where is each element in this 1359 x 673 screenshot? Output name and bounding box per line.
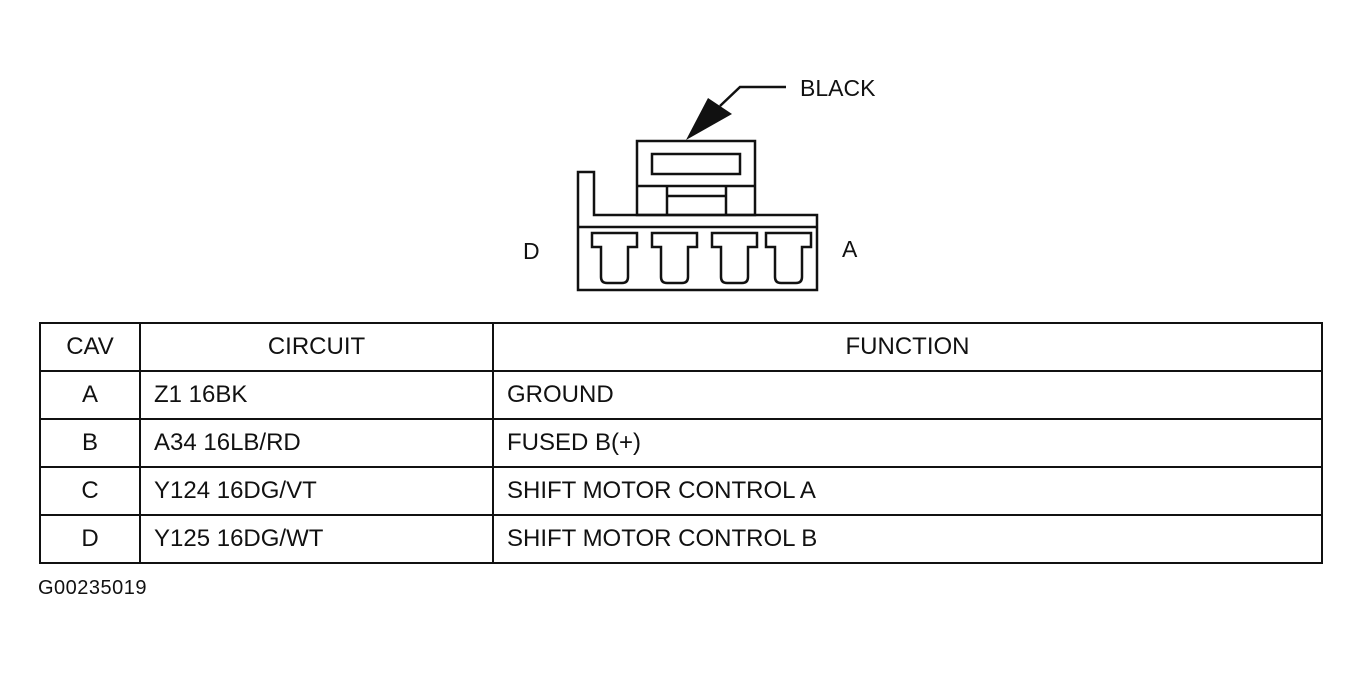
connector-latch	[635, 139, 757, 217]
cav-cell: B	[39, 418, 141, 468]
table-row: A Z1 16BK GROUND	[39, 370, 1323, 420]
circuit-cell: A34 16LB/RD	[139, 418, 494, 468]
function-cell: GROUND	[492, 370, 1323, 420]
cav-cell: A	[39, 370, 141, 420]
function-cell: SHIFT MOTOR CONTROL B	[492, 514, 1323, 564]
function-cell: FUSED B(+)	[492, 418, 1323, 468]
connector-body	[576, 170, 819, 292]
table-row: C Y124 16DG/VT SHIFT MOTOR CONTROL A	[39, 466, 1323, 516]
table-header-row: CAV CIRCUIT FUNCTION	[39, 322, 1323, 372]
header-function: FUNCTION	[492, 322, 1323, 372]
cavity-b	[710, 231, 759, 285]
cavity-c	[650, 231, 699, 285]
circuit-cell: Y124 16DG/VT	[139, 466, 494, 516]
color-callout-leader	[686, 85, 786, 140]
connector-color-label: BLACK	[800, 75, 876, 101]
header-circuit: CIRCUIT	[139, 322, 494, 372]
cav-cell: C	[39, 466, 141, 516]
end-label-d: D	[523, 238, 540, 264]
header-cav: CAV	[39, 322, 141, 372]
terminal-cavities	[590, 231, 813, 285]
cavity-a	[764, 231, 813, 285]
circuit-cell: Z1 16BK	[139, 370, 494, 420]
end-label-a: A	[842, 236, 858, 262]
function-cell: SHIFT MOTOR CONTROL A	[492, 466, 1323, 516]
pinout-table: CAV CIRCUIT FUNCTION A Z1 16BK GROUND B …	[39, 322, 1323, 564]
callout-arrow-icon	[686, 98, 732, 140]
figure-id: G00235019	[38, 577, 148, 599]
cavity-d	[590, 231, 639, 285]
circuit-cell: Y125 16DG/WT	[139, 514, 494, 564]
cav-cell: D	[39, 514, 141, 564]
table-row: D Y125 16DG/WT SHIFT MOTOR CONTROL B	[39, 514, 1323, 564]
table-row: B A34 16LB/RD FUSED B(+)	[39, 418, 1323, 468]
connector-diagram: BLACK D A	[523, 75, 876, 292]
